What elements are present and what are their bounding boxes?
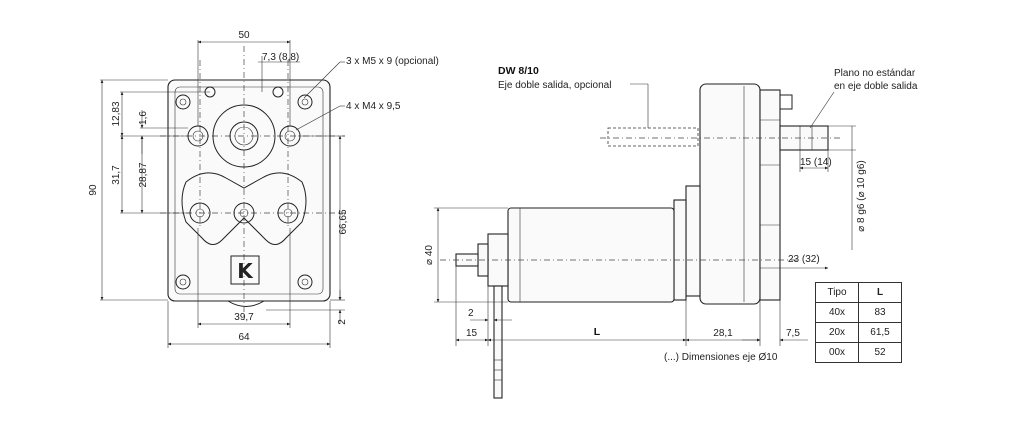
side-gearbox: [699, 83, 761, 305]
table-cell: 20x: [815, 322, 859, 343]
motor-body: [507, 207, 675, 303]
dim-7-3: 7,3 (8,8): [262, 52, 299, 63]
side-title: DW 8/10: [498, 65, 539, 77]
dim-15-14: 15 (14): [800, 157, 832, 168]
note-dimensions: (...) Dimensiones eje Ø10: [664, 352, 778, 363]
logo-box: [230, 255, 260, 285]
dim-39-7: 39,7: [234, 312, 254, 323]
side-subtitle: Eje doble salida, opcional: [498, 80, 611, 91]
terminal: [493, 285, 503, 399]
table-row: 20x 61,5: [815, 322, 902, 343]
dim-1-6: 1,6: [138, 111, 149, 125]
table-header-l: L: [858, 282, 902, 303]
dim-L: L: [594, 326, 601, 338]
logo-text: K: [237, 259, 254, 283]
table-row: 00x 52: [815, 342, 902, 363]
table-row: 40x 83: [815, 302, 902, 323]
dim-28-87: 28,87: [138, 162, 149, 187]
dim-66-65: 66,65: [338, 209, 349, 234]
dim-12-83: 12,83: [111, 101, 122, 126]
table-cell: 40x: [815, 302, 859, 323]
note-m4: 4 x M4 x 9,5: [346, 101, 401, 112]
dim-shaft-dia: ⌀ 8 g6 (⌀ 10 g6): [856, 160, 867, 232]
dim-7-5: 7,5: [786, 328, 800, 339]
rear-shaft-optional: [607, 127, 699, 147]
table-cell: 83: [858, 302, 902, 323]
dim-64: 64: [238, 332, 250, 343]
corner-screws: [175, 86, 313, 290]
table-cell: 52: [858, 342, 902, 363]
dim-50: 50: [238, 30, 250, 41]
dim-28-1: 28,1: [713, 328, 733, 339]
housing-recess: [181, 172, 307, 245]
front-view: K 50 7,3 (8,8) 3 x M5 x 9 (opcional) 4 x…: [88, 30, 439, 348]
dim-90: 90: [88, 184, 99, 196]
table-cell: 61,5: [858, 322, 902, 343]
side-view: DW 8/10 Eje doble salida, opcional: [424, 65, 918, 399]
dim-dia-40: ⌀ 40: [424, 245, 435, 265]
dim-31-7: 31,7: [111, 165, 122, 185]
table-cell: 00x: [815, 342, 859, 363]
dim-15: 15: [466, 328, 478, 339]
table-header-tipo: Tipo: [815, 282, 859, 303]
dim-23-32: 23 (32): [788, 254, 820, 265]
gearbox-housing: [167, 79, 331, 302]
tipo-table: Tipo L 40x 83 20x 61,5 00x 52: [815, 282, 902, 363]
note-plano-2: en eje doble salida: [834, 81, 918, 92]
table-header-row: Tipo L: [815, 282, 902, 303]
note-m5: 3 x M5 x 9 (opcional): [346, 56, 439, 67]
output-shaft-boss: [212, 104, 276, 168]
note-plano-1: Plano no estándar: [834, 68, 916, 79]
dim-2-front: 2: [337, 319, 348, 325]
dim-2-side: 2: [468, 308, 474, 319]
